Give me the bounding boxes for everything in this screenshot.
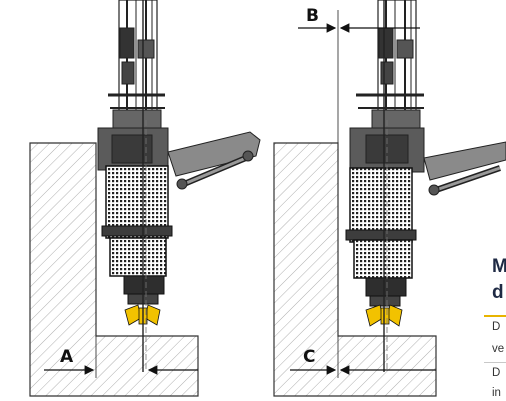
left-view: A xyxy=(29,0,261,397)
row2-line1: D xyxy=(492,367,501,379)
dimension-c-label: C xyxy=(303,347,315,367)
side-panel: M d D ve D in xyxy=(484,255,506,401)
dimension-b-label: B xyxy=(306,6,319,26)
right-mast xyxy=(356,0,424,131)
dimension-b: B xyxy=(298,6,420,36)
dimension-c: C xyxy=(290,336,436,378)
right-boom-arm xyxy=(423,141,506,196)
side-heading-line2: d xyxy=(492,282,504,303)
row-separator xyxy=(484,362,506,363)
row1-line1: D xyxy=(492,321,501,333)
right-drive-head xyxy=(365,277,407,307)
side-heading-line1: M xyxy=(492,256,506,277)
left-wall-section xyxy=(29,142,199,397)
left-mast xyxy=(108,0,165,131)
right-lower-mesh xyxy=(353,239,413,279)
dimension-a: A xyxy=(44,336,198,378)
left-lower-mesh xyxy=(109,237,167,277)
left-boom-arm xyxy=(167,131,261,190)
dimension-a-label: A xyxy=(60,347,74,367)
right-clamp-jaws xyxy=(365,304,403,327)
right-view: B C xyxy=(273,0,506,397)
heading-underline xyxy=(484,315,506,317)
left-drive-head xyxy=(123,275,165,305)
row2-line2: in xyxy=(492,387,501,399)
row1-line2: ve xyxy=(492,343,505,355)
